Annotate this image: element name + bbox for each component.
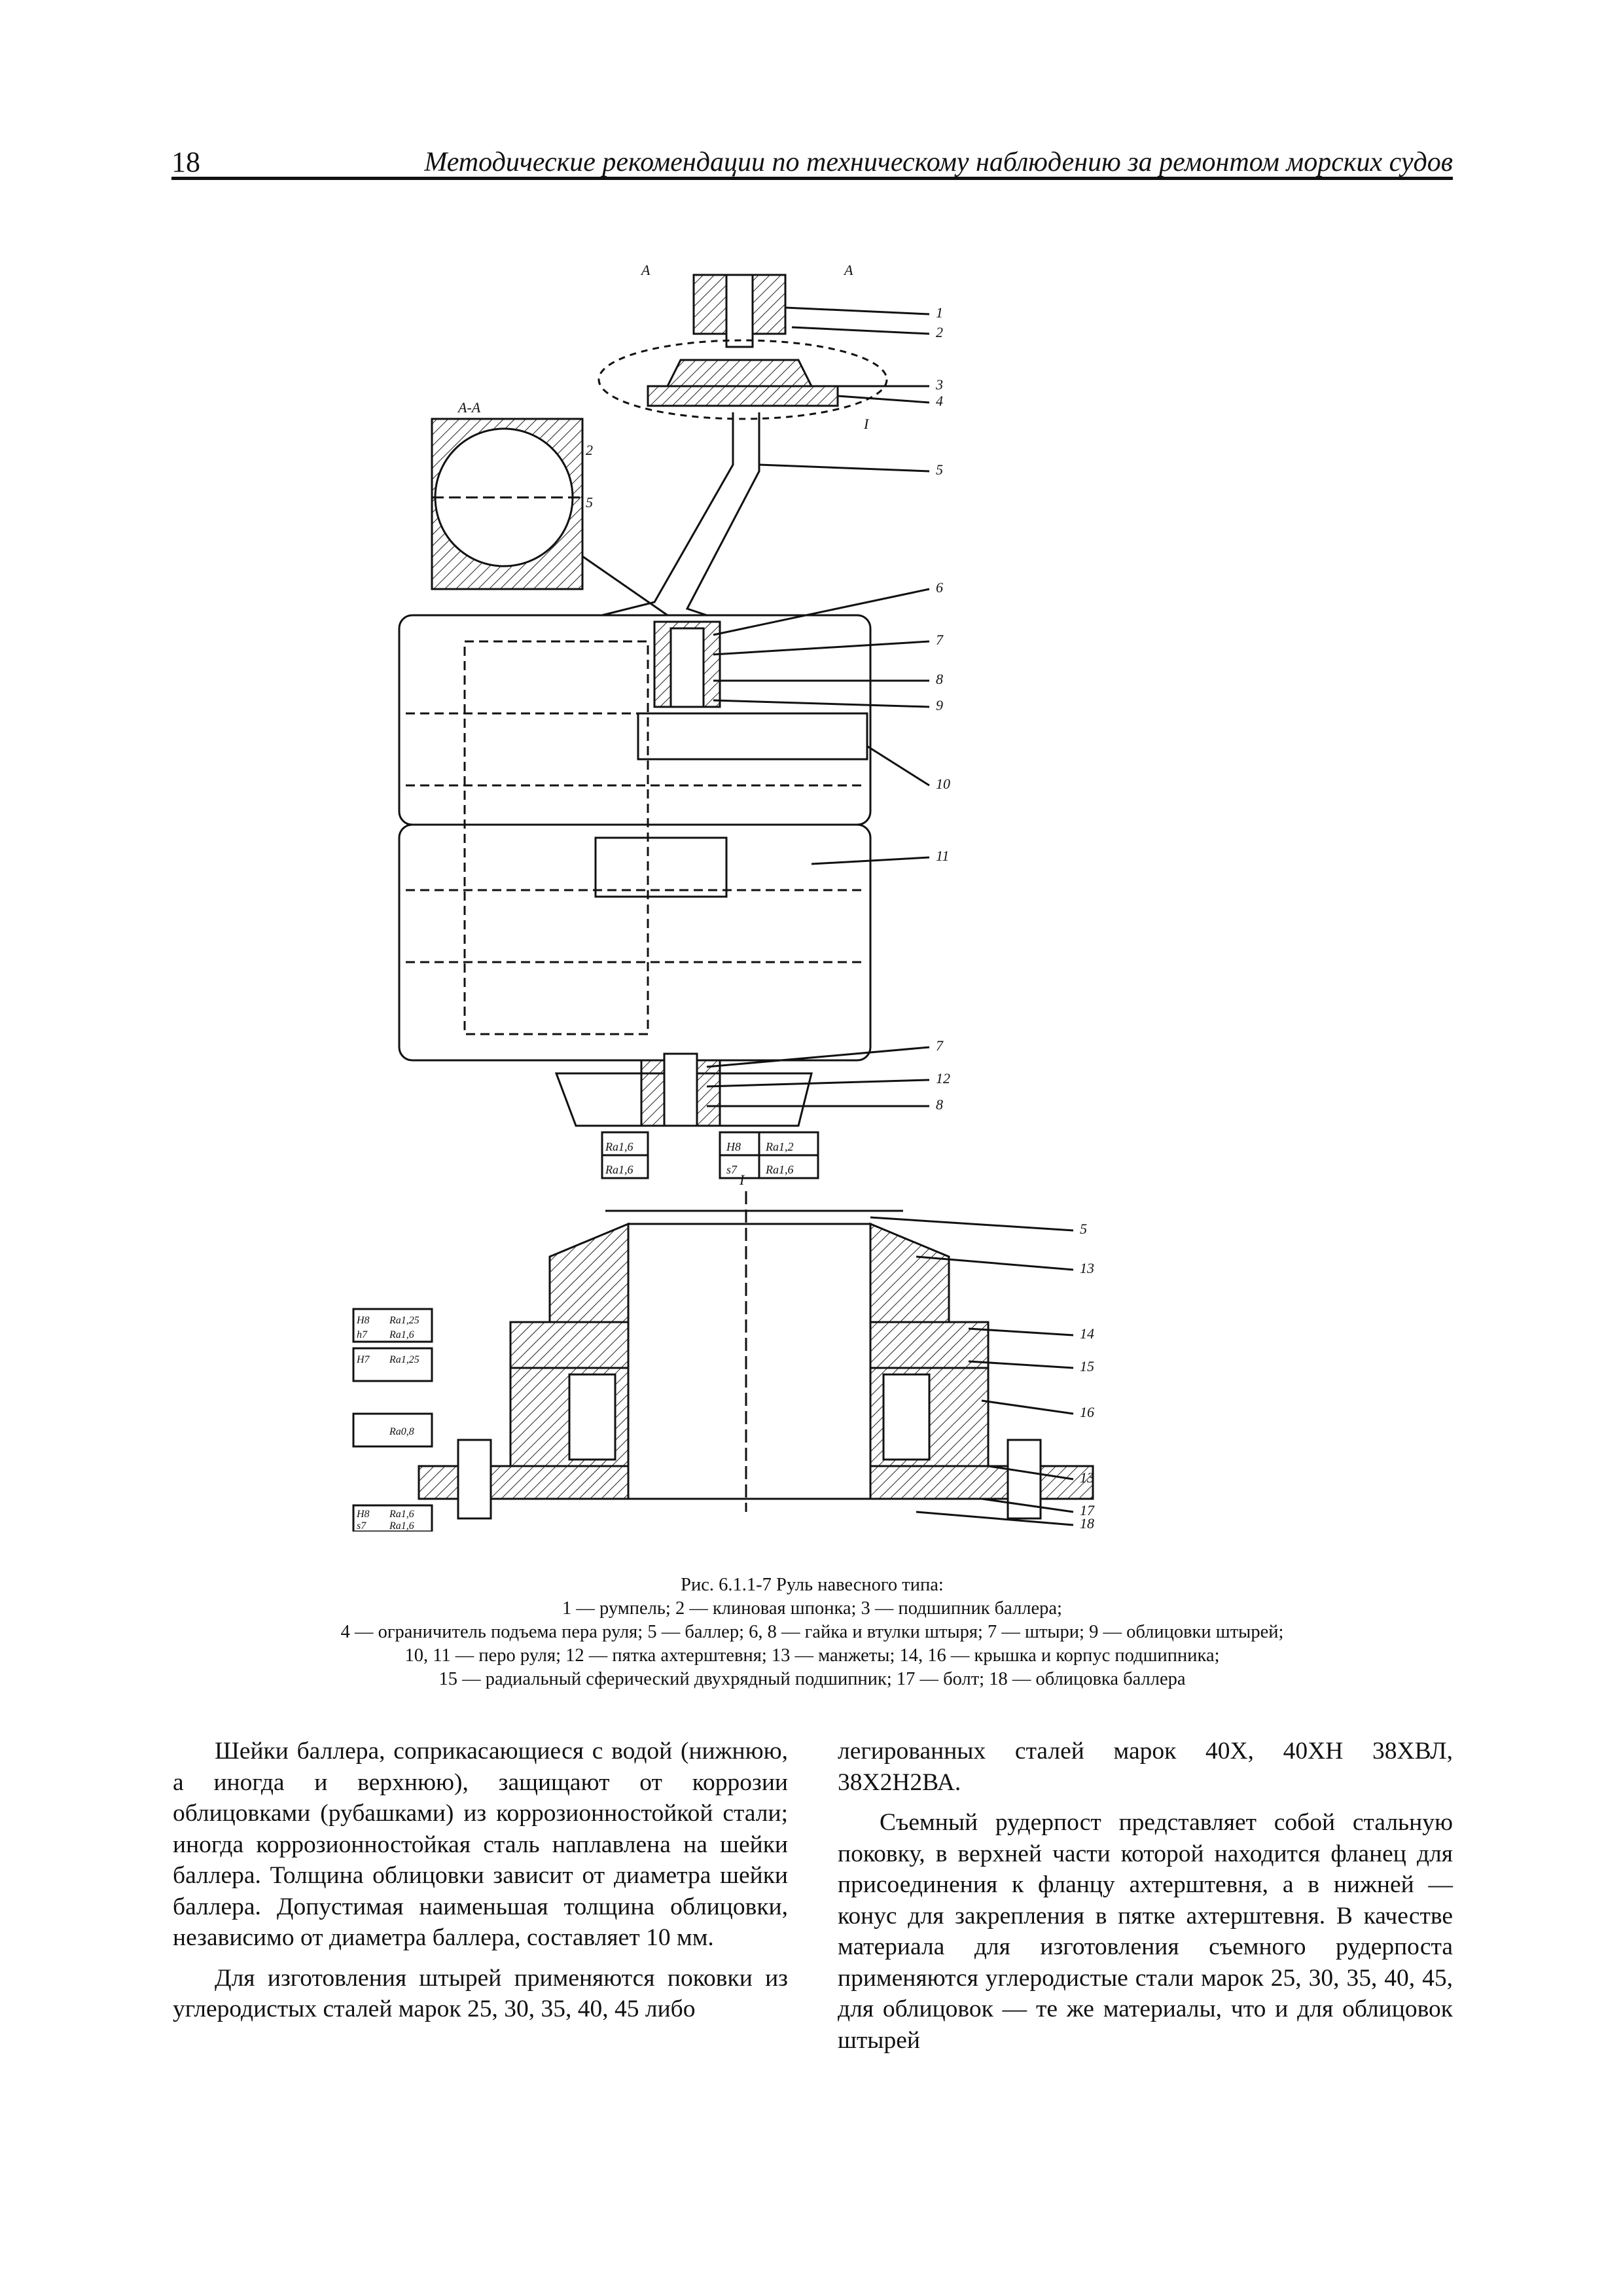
callout: 16 — [1080, 1404, 1094, 1420]
callout: 15 — [1080, 1358, 1094, 1374]
callout: 7 — [936, 632, 944, 648]
tolerance: h7 — [357, 1329, 368, 1340]
tolerance: Ra1,6 — [605, 1163, 633, 1176]
tolerance: Ra1,6 — [605, 1140, 633, 1153]
tolerance: Ra1,2 — [765, 1140, 794, 1153]
rudder-drawing-svg: А-А А А 1 2 3 4 I 2 5 5 6 7 8 9 10 11 7 … — [352, 262, 1095, 1532]
tolerance: s7 — [726, 1163, 738, 1176]
caption-title: Рис. 6.1.1-7 Руль навесного типа: — [681, 1575, 944, 1595]
callout: 18 — [1080, 1515, 1094, 1532]
callout: 1 — [936, 304, 943, 321]
callout: 2 — [936, 324, 943, 340]
callout: 2 — [586, 442, 593, 458]
figure-caption: Рис. 6.1.1-7 Руль навесного типа: 1 — ру… — [171, 1573, 1453, 1691]
caption-line: 4 — ограничитель подъема пера руля; 5 — … — [340, 1622, 1284, 1642]
tolerance: Ra0,8 — [389, 1426, 414, 1437]
callout: 4 — [936, 393, 943, 409]
tolerance: Ra1,25 — [389, 1354, 419, 1365]
callout: 5 — [1080, 1221, 1087, 1237]
caption-line: 10, 11 — перо руля; 12 — пятка ахтерштев… — [404, 1645, 1220, 1666]
callout: I — [739, 1172, 745, 1188]
callout: 8 — [936, 1096, 943, 1113]
paragraph: Для изготовления штырей применяются поко… — [173, 1964, 788, 2023]
tolerance: Ra1,25 — [389, 1315, 419, 1326]
paragraph: Шейки баллера, соприкасающиеся с водой (… — [173, 1738, 788, 1951]
section-mark: А-А — [457, 399, 481, 416]
tolerance: H7 — [356, 1354, 370, 1365]
callout: 5 — [586, 494, 593, 511]
callout: 17 — [1080, 1502, 1095, 1518]
tolerance: H8 — [356, 1509, 370, 1520]
callout: 14 — [1080, 1325, 1094, 1342]
tolerance: Ra1,6 — [389, 1329, 414, 1340]
tolerance: Ra1,6 — [765, 1163, 794, 1176]
callout: 7 — [936, 1037, 944, 1054]
callout: 10 — [936, 776, 950, 792]
caption-line: 15 — радиальный сферический двухрядный п… — [438, 1669, 1186, 1689]
paragraph: Съемный рудерпост представляет собой ста… — [838, 1809, 1453, 2054]
tolerance: Ra1,6 — [389, 1520, 414, 1532]
callout: 3 — [935, 376, 943, 393]
callout: 13 — [1080, 1469, 1094, 1486]
callout: 13 — [1080, 1260, 1094, 1276]
callout: 11 — [936, 848, 949, 864]
page-number: 18 — [171, 146, 200, 178]
callout: А — [843, 262, 853, 278]
paragraph: легированных сталей марок 40Х, 40ХН 38ХВ… — [838, 1738, 1453, 1796]
callout: А — [640, 262, 651, 278]
right-column: легированных сталей марок 40Х, 40ХН 38ХВ… — [838, 1736, 1453, 2065]
tolerance: H8 — [356, 1315, 370, 1326]
callout: I — [863, 416, 870, 432]
left-column: Шейки баллера, соприкасающиеся с водой (… — [173, 1736, 788, 2034]
callout: 5 — [936, 461, 943, 478]
page-header: 18 Методические рекомендации по техничес… — [171, 145, 1453, 180]
callout: 9 — [936, 697, 943, 713]
callout: 12 — [936, 1070, 950, 1086]
tolerance: s7 — [357, 1520, 366, 1532]
callout: 8 — [936, 671, 943, 687]
rudder-drawing: А-А А А 1 2 3 4 I 2 5 5 6 7 8 9 10 11 7 … — [340, 249, 1283, 1532]
tolerance: Ra1,6 — [389, 1509, 414, 1520]
caption-line: 1 — румпель; 2 — клиновая шпонка; 3 — по… — [562, 1598, 1062, 1619]
running-title: Методические рекомендации по техническом… — [424, 147, 1453, 177]
tolerance: H8 — [726, 1140, 741, 1153]
callout: 6 — [936, 579, 943, 596]
